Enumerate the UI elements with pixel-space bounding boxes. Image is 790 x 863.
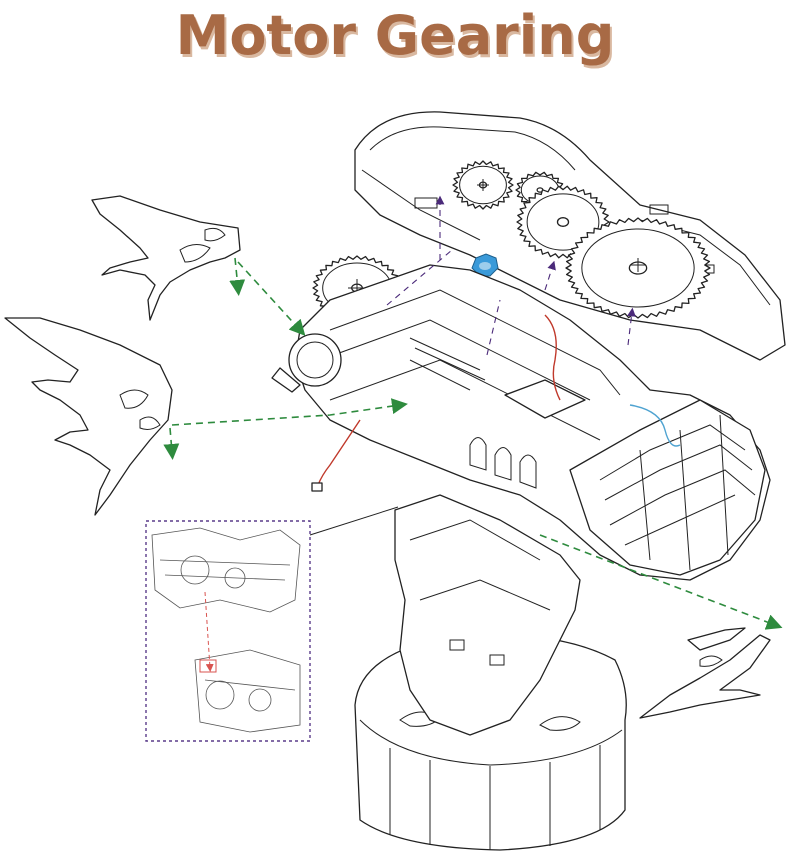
gear-rim bbox=[581, 228, 695, 308]
main-body-frame bbox=[271, 264, 771, 581]
gear-axle-slot bbox=[477, 179, 489, 191]
motor-gear-icon bbox=[471, 253, 499, 277]
gear-tower bbox=[394, 494, 581, 736]
gear-rim bbox=[526, 193, 600, 251]
wires bbox=[311, 314, 681, 492]
arrow-icon bbox=[163, 195, 783, 630]
gear-axle-slot bbox=[631, 258, 645, 272]
gear-hub bbox=[556, 217, 570, 227]
gear-rim bbox=[459, 165, 507, 205]
detail-inset bbox=[145, 506, 399, 742]
wing-icon bbox=[4, 195, 771, 719]
page-title: Motor Gearing bbox=[175, 4, 615, 67]
